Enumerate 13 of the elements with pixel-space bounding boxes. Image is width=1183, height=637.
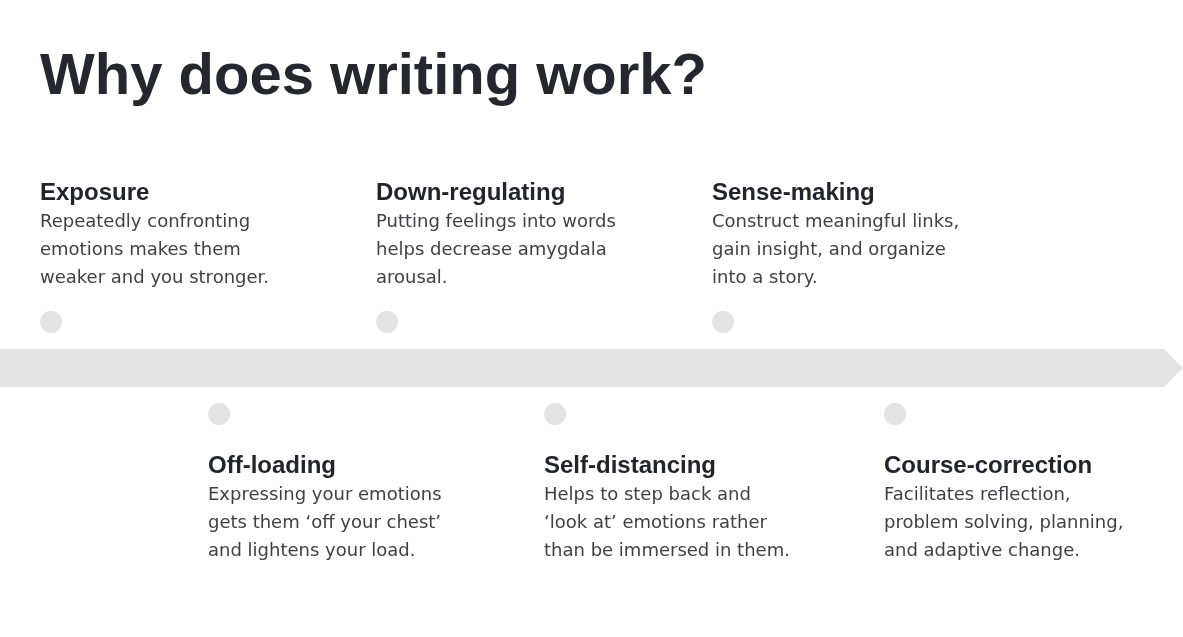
- item-heading: Course-correction: [884, 450, 1093, 480]
- item-heading: Exposure: [40, 177, 150, 207]
- title: Why does writing work?: [40, 40, 708, 108]
- item-heading: Off-loading: [208, 450, 336, 480]
- item-description: Facilitates reflection, problem solving, planning, and adaptive change.: [884, 482, 1125, 562]
- item-description: Putting feelings into words helps decrease amygdala arousal.: [376, 209, 617, 289]
- item-description: Expressing your emotions gets them ‘off your chest’ and lightens your load.: [208, 482, 443, 562]
- item-heading: Sense-making: [712, 177, 875, 207]
- item-description: Construct meaningful links, gain insight, and organize into a story.: [712, 209, 961, 289]
- item-heading: Down-regulating: [376, 177, 566, 207]
- item-description: Repeatedly confronting emotions makes them weaker and you stronger.: [40, 209, 271, 289]
- item-description: Helps to step back and ‘look at’ emotions rather than be immersed in them.: [544, 482, 791, 562]
- item-heading: Self-distancing: [544, 450, 717, 480]
